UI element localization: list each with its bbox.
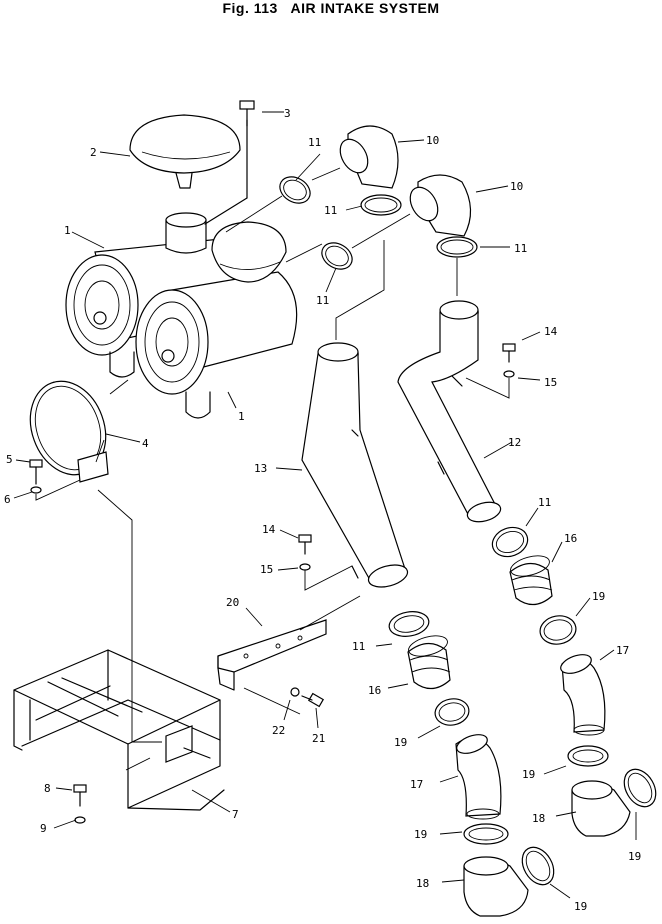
callout-6: 6 — [4, 493, 11, 506]
air-cleaner-rear — [65, 212, 254, 378]
callout-10: 10 — [510, 180, 523, 193]
callout-1: 1 — [64, 224, 71, 237]
bolt-part-14 — [298, 534, 353, 591]
intake-pipe-13 — [301, 342, 409, 588]
elbow-hose-17 — [560, 654, 606, 736]
rubber-hose — [407, 635, 451, 690]
figure-title: Fig. 113 AIR INTAKE SYSTEM — [222, 0, 440, 16]
callout-11: 11 — [324, 204, 337, 217]
hose-clamp — [521, 846, 555, 886]
callout-15: 15 — [544, 376, 557, 389]
callout-14: 14 — [544, 325, 558, 338]
callout-11: 11 — [316, 294, 329, 307]
callout-18: 18 — [416, 877, 429, 890]
callout-19: 19 — [414, 828, 427, 841]
hose-clamp — [491, 526, 529, 558]
callout-17: 17 — [616, 644, 629, 657]
callout-leaders — [13, 111, 637, 899]
callout-19: 19 — [628, 850, 641, 863]
callout-11: 11 — [308, 136, 321, 149]
callout-14: 14 — [262, 523, 276, 536]
hose-clamp — [279, 176, 311, 204]
callout-15: 15 — [260, 563, 273, 576]
callout-22: 22 — [272, 724, 285, 737]
callout-12: 12 — [508, 436, 521, 449]
assembly-guide-line — [335, 240, 385, 340]
bolt-part-5 — [29, 459, 81, 501]
mounting-band — [29, 380, 109, 483]
intake-pipe-12 — [397, 300, 502, 523]
hose-clamp — [321, 242, 353, 270]
callout-9: 9 — [40, 822, 47, 835]
hose-clamp — [567, 745, 609, 767]
rubber-hose — [509, 555, 553, 606]
callout-13: 13 — [254, 462, 267, 475]
callout-19: 19 — [394, 736, 407, 749]
part-callouts: 1 1 2 3 4 5 6 7 8 9 10 10 11 11 11 11 11… — [4, 107, 641, 913]
mounting-plate — [217, 595, 361, 715]
bolt-part-14 — [465, 343, 516, 399]
bolt-part-8 — [73, 784, 87, 824]
callout-16: 16 — [564, 532, 577, 545]
dust-cap — [129, 114, 241, 189]
callout-5: 5 — [6, 453, 13, 466]
air-cleaner-front — [135, 221, 298, 419]
elbow-hose-18 — [463, 856, 529, 917]
elbow-hose-lower — [409, 174, 472, 237]
callout-11: 11 — [352, 640, 365, 653]
callout-4: 4 — [142, 437, 149, 450]
callout-19: 19 — [522, 768, 535, 781]
callout-2: 2 — [90, 146, 97, 159]
callout-11: 11 — [538, 496, 551, 509]
hose-clamp — [360, 194, 402, 216]
callout-19: 19 — [574, 900, 587, 913]
hose-clamp — [623, 768, 657, 808]
callout-18: 18 — [532, 812, 545, 825]
callout-3: 3 — [284, 107, 291, 120]
callout-20: 20 — [226, 596, 239, 609]
hose-clamp — [436, 236, 478, 258]
bolt-part-21 — [290, 687, 325, 708]
callout-7: 7 — [232, 808, 239, 821]
elbow-hose-upper — [339, 125, 399, 189]
hose-clamp — [463, 823, 509, 845]
bolt-part-3 — [204, 100, 255, 225]
hose-clamp — [434, 698, 470, 726]
callout-1: 1 — [238, 410, 245, 423]
callout-17: 17 — [410, 778, 423, 791]
assembly-guide-line — [351, 213, 411, 249]
assembly-guide-line — [225, 195, 283, 233]
callout-21: 21 — [312, 732, 325, 745]
mounting-frame — [13, 649, 225, 811]
assembly-guide-line — [97, 489, 133, 742]
elbow-hose-18 — [571, 780, 631, 837]
hose-clamp — [388, 611, 430, 637]
assembly-guide-line — [285, 243, 323, 263]
callout-19: 19 — [592, 590, 605, 603]
callout-11: 11 — [514, 242, 527, 255]
assembly-guide-line — [109, 379, 129, 395]
assembly-guide-line — [311, 167, 341, 181]
hose-clamp — [539, 615, 577, 645]
callout-16: 16 — [368, 684, 381, 697]
callout-10: 10 — [426, 134, 439, 147]
callout-8: 8 — [44, 782, 51, 795]
elbow-hose-17 — [455, 734, 502, 820]
